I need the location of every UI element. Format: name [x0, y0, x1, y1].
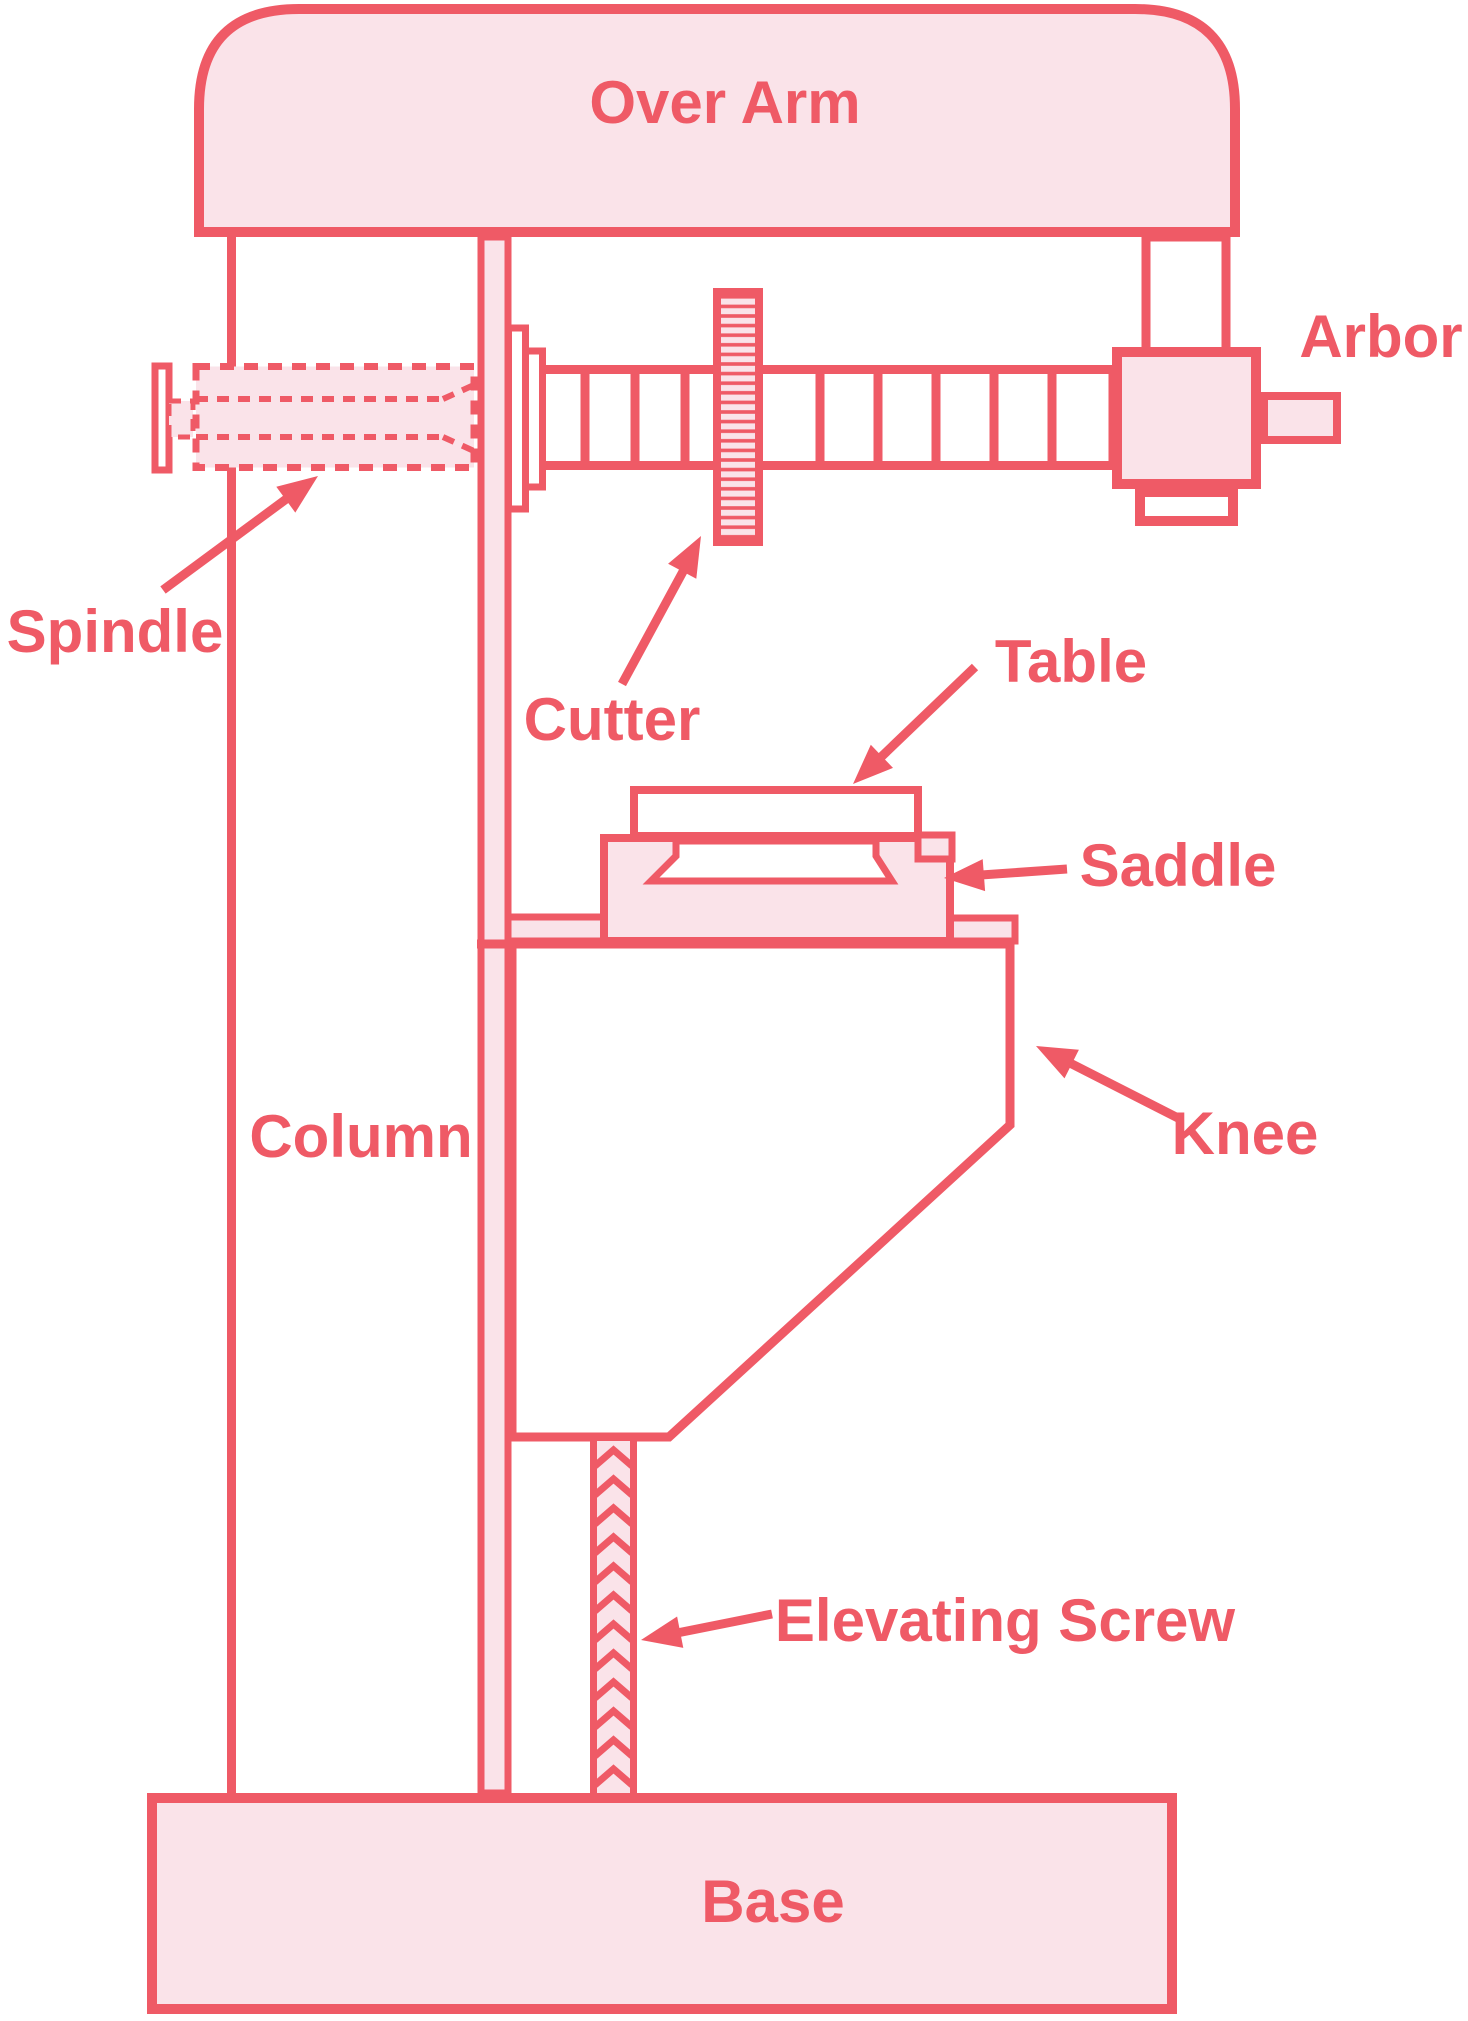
- arbor-label: Arbor: [1299, 303, 1462, 370]
- cutter-shape: [713, 288, 763, 546]
- knee-arrow: [1036, 1046, 1181, 1123]
- saddle-label: Saddle: [1080, 832, 1277, 899]
- arbor-shaft: [534, 365, 1118, 470]
- column-label: Column: [249, 1103, 472, 1170]
- arbor-flange-inner: [522, 347, 546, 491]
- spindle-stub: [166, 398, 196, 440]
- spindle-end-plate: [151, 362, 173, 474]
- elevating-screw-thread: [597, 1441, 630, 1798]
- elevating-screw-label: Elevating Screw: [775, 1587, 1236, 1654]
- column-body: [231, 237, 494, 1793]
- arbor-support-block: [1112, 347, 1261, 489]
- cutter-label: Cutter: [524, 686, 701, 753]
- table-right-step: [914, 831, 956, 863]
- arbor-hanger: [1141, 232, 1231, 357]
- spindle-dashed-body: [192, 363, 478, 471]
- arbor-support-tab: [1135, 487, 1238, 526]
- cutter-arrow: [618, 536, 701, 687]
- arbor-shaft-segments: [580, 369, 1057, 465]
- arbor-end-shaft: [1260, 392, 1341, 444]
- knee-label: Knee: [1172, 1100, 1319, 1167]
- over-arm-shape: [194, 4, 1240, 237]
- base-shape: [147, 1793, 1177, 2014]
- knee-ledge-right: [946, 914, 1019, 945]
- base-label: Base: [701, 1868, 844, 1935]
- knee-shape: [507, 939, 1015, 1442]
- table-label: Table: [995, 628, 1147, 695]
- over-arm-label: Over Arm: [589, 69, 860, 136]
- spindle-taper-lines: [196, 382, 476, 454]
- spindle-arrow: [160, 476, 318, 594]
- spindle-label: Spindle: [7, 598, 224, 665]
- table-shape: [630, 786, 922, 840]
- saddle-arrow: [944, 859, 1068, 892]
- saddle-dovetail-slot: [642, 837, 899, 885]
- knee-ledge-left: [504, 913, 608, 945]
- table-arrow: [853, 663, 979, 784]
- column-guideway-strip: [477, 233, 512, 1797]
- elevating-screw-arrow: [641, 1609, 773, 1648]
